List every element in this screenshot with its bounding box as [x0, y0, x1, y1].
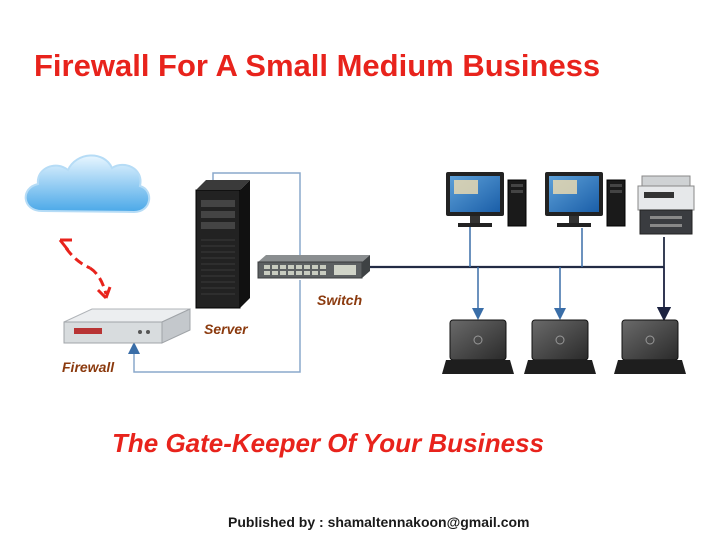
cloud-icon	[24, 154, 150, 214]
desktop-icon	[446, 172, 527, 227]
server-label: Server	[204, 321, 248, 337]
tagline: The Gate-Keeper Of Your Business	[112, 428, 545, 458]
slide-title: Firewall For A Small Medium Business	[34, 48, 601, 83]
printer-icon	[637, 175, 695, 235]
server-icon	[195, 180, 250, 309]
laptop-icon	[614, 319, 686, 374]
switch-icon	[257, 255, 370, 279]
dashed-arrow	[58, 238, 112, 300]
firewall-label: Firewall	[62, 359, 115, 375]
desktop-icon	[545, 172, 626, 227]
laptop-icon	[442, 319, 514, 374]
switch-label: Switch	[317, 292, 363, 308]
laptop-icon	[524, 319, 596, 374]
publisher-credit: Published by : shamaltennakoon@gmail.com	[228, 514, 530, 530]
firewall-icon	[63, 308, 191, 344]
